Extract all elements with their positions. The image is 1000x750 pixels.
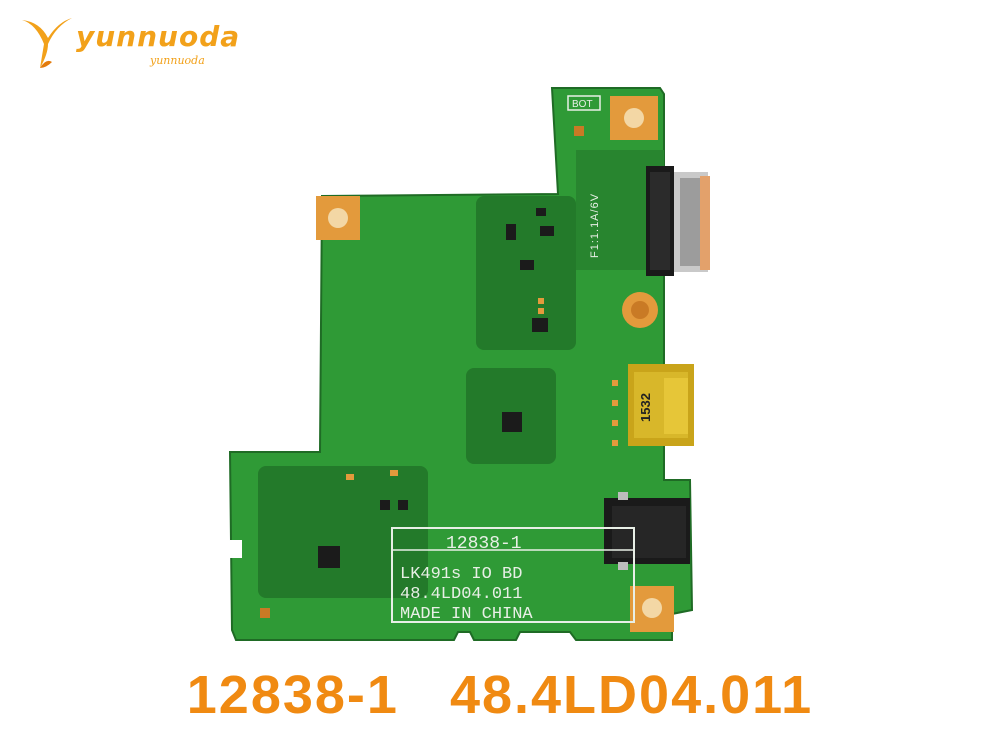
bot-label: BOT xyxy=(572,99,593,110)
ic-chip xyxy=(536,208,546,216)
silkscreen-line-3: 48.4LD04.011 xyxy=(400,585,522,604)
silkscreen-line-4: MADE IN CHINA xyxy=(400,605,533,624)
brand-logo: yunnuoda yunnuoda xyxy=(18,14,278,74)
silkscreen-line-2: LK491s IO BD xyxy=(400,565,522,584)
silkscreen-line-1: 12838-1 xyxy=(446,534,522,554)
ic-chip xyxy=(380,500,390,510)
logo-text: yunnuoda xyxy=(76,20,241,53)
silkscreen-box xyxy=(391,527,635,623)
logo-subtext: yunnuoda xyxy=(150,54,205,67)
ic-chip xyxy=(506,224,516,240)
product-caption: 12838-1 48.4LD04.011 xyxy=(186,665,814,725)
component-zone xyxy=(476,196,576,350)
ic-chip xyxy=(540,226,554,236)
usb-label: 1532 xyxy=(638,393,653,422)
ic-chip xyxy=(532,318,548,332)
ic-chip xyxy=(502,412,522,432)
ic-chip xyxy=(318,546,340,568)
pcb-board: BOT F1:1.1A/6V 1532 xyxy=(228,87,710,641)
ic-chip xyxy=(520,260,534,270)
ic-chip xyxy=(398,500,408,510)
component-zone xyxy=(258,466,428,598)
fuse-label: F1:1.1A/6V xyxy=(589,193,601,258)
y-swoosh-logo-icon xyxy=(22,18,72,68)
